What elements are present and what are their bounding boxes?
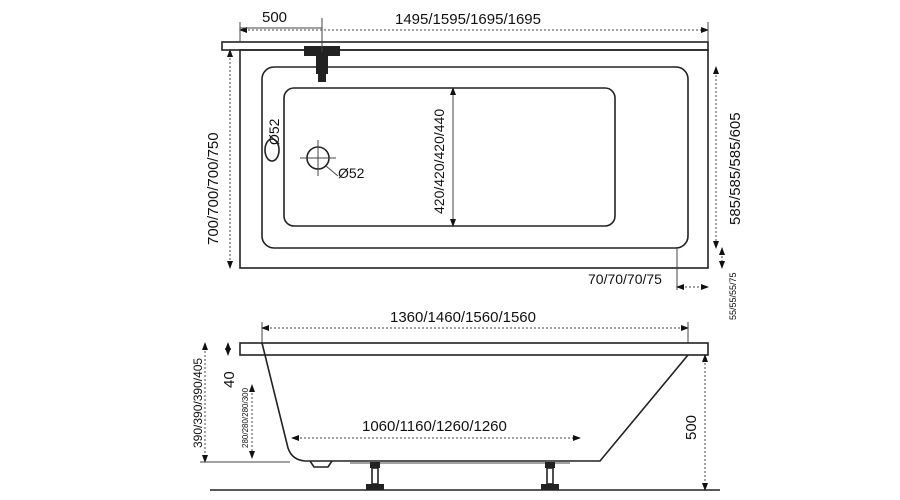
overflow-icon xyxy=(264,138,280,162)
drain-icon xyxy=(300,140,339,177)
leg-right xyxy=(541,462,559,490)
dim-inner-width: 585/585/585/605 xyxy=(727,112,744,225)
tub-basin xyxy=(283,87,616,227)
dim-total-height: 390/390/390/405 xyxy=(191,358,205,448)
dim-total-width: 700/700/700/750 xyxy=(205,132,222,245)
dim-basin-depth: 280/280/280/300 xyxy=(241,387,250,448)
tub-body-side xyxy=(261,342,689,462)
drain-pipe xyxy=(309,460,333,468)
dim-bottom-length: 1060/1160/1260/1260 xyxy=(362,418,507,435)
dim-top-length: 1360/1460/1560/1560 xyxy=(390,309,536,326)
wall-rim xyxy=(221,41,709,51)
dim-drain-diameter: Ø52 xyxy=(338,165,365,181)
dim-rim-height: 40 xyxy=(221,371,238,388)
faucet-icon xyxy=(304,18,340,82)
dim-side-margin: 70/70/70/75 xyxy=(588,271,662,287)
tub-rim-side xyxy=(239,342,709,356)
dim-overflow-diameter: Ø52 xyxy=(266,118,282,145)
dim-faucet-offset: 500 xyxy=(262,9,287,26)
top-view: 500 1495/1595/1695/1695 700/700/700/750 … xyxy=(205,9,744,320)
dim-total-length: 1495/1595/1695/1695 xyxy=(395,11,541,28)
dim-front-margin: 55/55/55/75 xyxy=(728,272,738,320)
leg-left xyxy=(366,462,384,490)
tub-outline xyxy=(239,49,709,269)
dim-floor-height: 500 xyxy=(683,415,700,440)
tub-inner-rim xyxy=(261,66,689,249)
dim-basin-width: 420/420/420/440 xyxy=(431,109,447,214)
side-view: 1360/1460/1560/1560 1060/1160/1260/1260 … xyxy=(191,309,720,491)
